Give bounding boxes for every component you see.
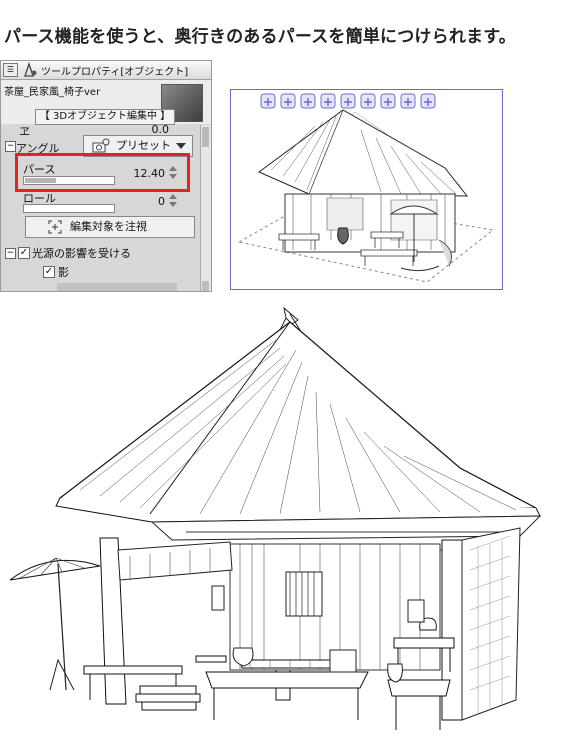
focus-target-button[interactable]: 編集対象を注視 bbox=[25, 216, 195, 238]
menu-icon[interactable]: ☰ bbox=[3, 63, 18, 77]
camera-icon[interactable] bbox=[400, 93, 416, 109]
rotate-3d-icon[interactable] bbox=[320, 93, 336, 109]
preset-button[interactable]: プリセット bbox=[83, 135, 193, 157]
rotate-icon[interactable] bbox=[260, 93, 276, 109]
perspective-value[interactable]: 12.40 bbox=[133, 167, 166, 180]
panel-titlebar: ☰ ツールプロパティ[オブジェクト] bbox=[1, 61, 211, 80]
object-name: 茶屋_民家風_椅子ver bbox=[4, 87, 101, 98]
cube-rotate-icon[interactable] bbox=[360, 93, 376, 109]
move-icon[interactable] bbox=[280, 93, 296, 109]
roll-value[interactable]: 0 bbox=[158, 195, 165, 208]
roll-spinner[interactable] bbox=[168, 194, 178, 208]
viewport-toolbar[interactable] bbox=[260, 93, 436, 109]
light-collapse-toggle[interactable]: − bbox=[5, 248, 16, 259]
partial-value: 0.0 bbox=[151, 123, 170, 136]
object-tool-icon bbox=[24, 62, 37, 77]
perspective-slider-fill bbox=[25, 178, 56, 183]
roll-label: ロール bbox=[23, 192, 56, 205]
scale-icon[interactable] bbox=[380, 93, 396, 109]
shadow-checkbox[interactable]: ✓ bbox=[43, 266, 55, 278]
pan-icon[interactable] bbox=[300, 93, 316, 109]
rendered-line-art-illustration bbox=[9, 306, 542, 730]
scroll-down-arrow[interactable] bbox=[202, 281, 209, 291]
angle-collapse-toggle[interactable]: − bbox=[5, 141, 16, 152]
angle-label: アングル bbox=[16, 142, 60, 155]
scroll-thumb[interactable] bbox=[202, 127, 209, 147]
perspective-highlight-box bbox=[15, 153, 190, 192]
3d-viewport[interactable] bbox=[230, 89, 503, 290]
perspective-slider[interactable] bbox=[23, 176, 115, 185]
roll-slider[interactable] bbox=[23, 204, 115, 213]
preset-label: プリセット bbox=[116, 139, 171, 152]
light-source-checkbox[interactable]: ✓ bbox=[18, 247, 30, 259]
focus-target-label: 編集対象を注視 bbox=[70, 220, 147, 233]
reset-icon[interactable] bbox=[420, 93, 436, 109]
editing-status: 【 3Dオブジェクト編集中 】 bbox=[35, 109, 175, 125]
panel-title: ツールプロパティ[オブジェクト] bbox=[41, 67, 189, 78]
panel-scrollbar[interactable] bbox=[200, 125, 211, 291]
perspective-spinner[interactable] bbox=[168, 166, 178, 180]
shadow-options-bar bbox=[57, 283, 177, 291]
focus-target-icon bbox=[48, 220, 62, 234]
light-source-label: 光源の影響を受ける bbox=[32, 247, 131, 260]
chevron-down-icon bbox=[176, 143, 186, 149]
viewport-canvas bbox=[237, 93, 495, 283]
cube-move-icon[interactable] bbox=[340, 93, 356, 109]
headline: パース機能を使うと、奥行きのあるパースを簡単につけられます。 bbox=[4, 27, 516, 47]
camera-icon bbox=[92, 138, 110, 153]
partial-row-label: ヱ bbox=[19, 125, 30, 138]
perspective-label: パース bbox=[23, 163, 56, 176]
shadow-label: 影 bbox=[58, 266, 69, 279]
tool-property-panel: ☰ ツールプロパティ[オブジェクト] 茶屋_民家風_椅子ver 【 3Dオブジェ… bbox=[0, 60, 212, 292]
